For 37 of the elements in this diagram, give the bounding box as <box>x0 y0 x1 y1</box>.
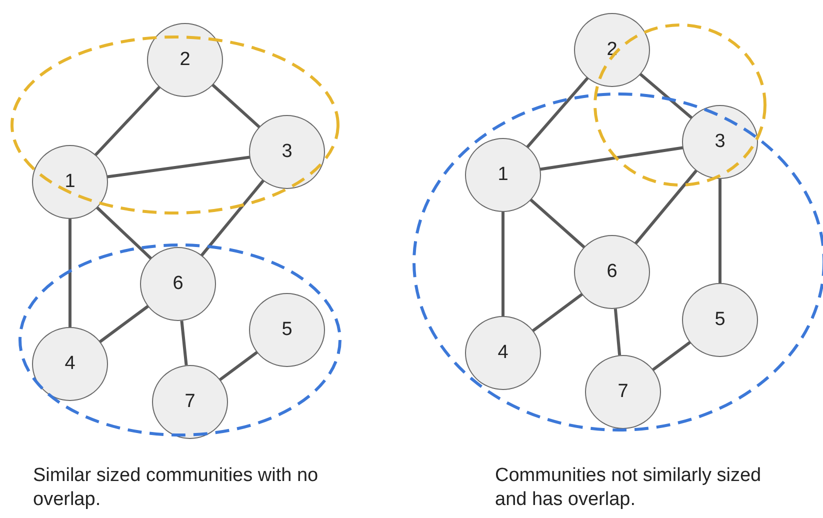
vertex-number: 3 <box>714 131 726 153</box>
connector-line <box>634 170 698 244</box>
connector-line <box>94 86 161 156</box>
vertex-number: 7 <box>184 391 196 413</box>
vertex-number: 1 <box>64 171 76 193</box>
connector-line <box>539 146 684 171</box>
connector-line <box>200 180 265 256</box>
vertex-circle <box>249 293 325 367</box>
vertex-number: 5 <box>282 319 292 341</box>
vertex-number: 6 <box>172 273 184 295</box>
connector-line <box>614 308 622 356</box>
connector-line <box>98 304 150 344</box>
vertex-number: 2 <box>180 49 190 71</box>
vertex-number: 7 <box>618 381 628 403</box>
connector-line <box>718 179 722 283</box>
vertex-number: 3 <box>282 141 292 163</box>
vertex-number: 5 <box>714 309 726 331</box>
connector-line <box>96 206 152 260</box>
vertex-circle <box>682 105 758 179</box>
vertex-number: 4 <box>64 353 76 375</box>
connector-line <box>212 84 260 128</box>
connector-line <box>639 72 693 120</box>
connector-line <box>106 156 250 178</box>
vertex-number: 1 <box>498 164 508 186</box>
connector-line <box>526 76 589 148</box>
connector-line <box>502 212 504 316</box>
connector-line <box>652 340 692 372</box>
caption-text: Similar sized communities with no overlap. <box>33 464 320 512</box>
connector-line <box>180 320 188 366</box>
vertex-number: 4 <box>498 342 508 364</box>
connector-line <box>532 292 584 332</box>
connector-line <box>218 350 258 382</box>
connector-line <box>530 198 586 249</box>
vertex-circle <box>465 138 541 212</box>
vertex-number: 6 <box>606 261 618 283</box>
caption-text: Communities not similarly sized and has overlap. <box>495 464 762 512</box>
connector-line <box>68 219 72 327</box>
